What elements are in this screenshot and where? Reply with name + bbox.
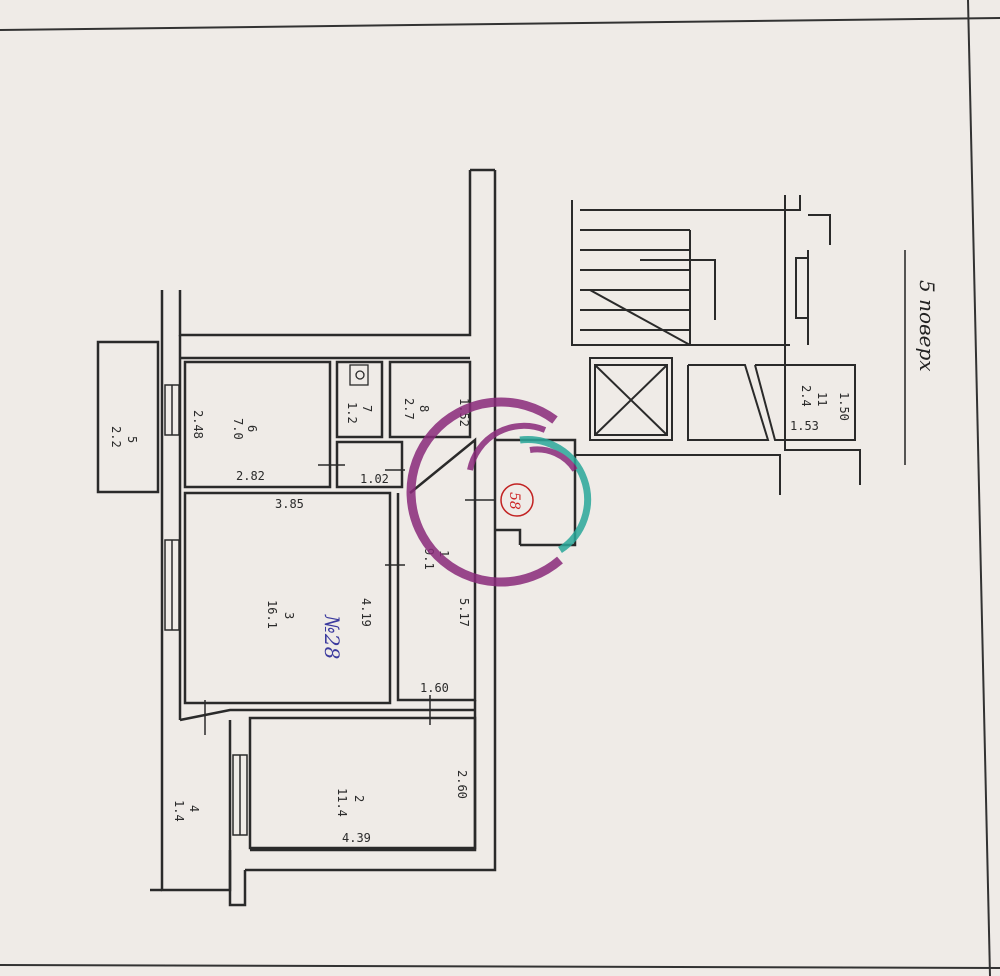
stamp: 58	[500, 483, 534, 517]
windows	[164, 384, 248, 836]
floor-label: 5 поверх	[915, 280, 939, 372]
apartment-walls	[96, 168, 577, 907]
toilet-number: 7	[360, 405, 374, 412]
apartment-number: №28	[320, 614, 344, 659]
room-labels: 5 2.2 2.48 6 7.0 2.82 7 1.2 8 2.7 1.52 1…	[109, 250, 939, 845]
bedroom-width: 2.60	[455, 770, 469, 799]
bedroom-length: 4.39	[342, 831, 371, 845]
storage-width: 1.50	[837, 392, 851, 421]
loggia-number: 4	[187, 805, 201, 812]
staircase-block	[571, 195, 861, 495]
logo-watermark	[406, 397, 592, 587]
living-width: 3.85	[275, 497, 304, 511]
living-length: 4.19	[359, 598, 373, 627]
storage-number: 11	[815, 392, 829, 406]
bedroom-number: 2	[352, 795, 366, 802]
kitchen-width: 2.48	[191, 410, 205, 439]
bedroom-area: 11.4	[335, 788, 349, 817]
hall-number: 1	[437, 550, 451, 557]
hall-width: 1.60	[420, 681, 449, 695]
living-number: 3	[282, 612, 296, 619]
bath-area: 2.7	[402, 398, 416, 420]
loggia-area: 1.4	[172, 800, 186, 822]
kitchen-length: 2.82	[236, 469, 265, 483]
door-marks	[204, 464, 495, 735]
balcony-area: 2.2	[109, 426, 123, 448]
living-area: 16.1	[265, 600, 279, 629]
kitchen-area: 7.0	[231, 418, 245, 440]
corridor-width: 1.02	[360, 472, 389, 486]
stamp-text: 58	[506, 492, 522, 510]
hall-length: 5.17	[457, 598, 471, 627]
bath-number: 8	[417, 405, 431, 412]
storage-length: 1.53	[790, 419, 819, 433]
kitchen-number: 6	[245, 425, 259, 432]
balcony-label: 5	[125, 436, 139, 443]
storage-area: 2.4	[799, 385, 813, 407]
toilet-fixture	[349, 364, 369, 386]
toilet-area: 1.2	[345, 402, 359, 424]
